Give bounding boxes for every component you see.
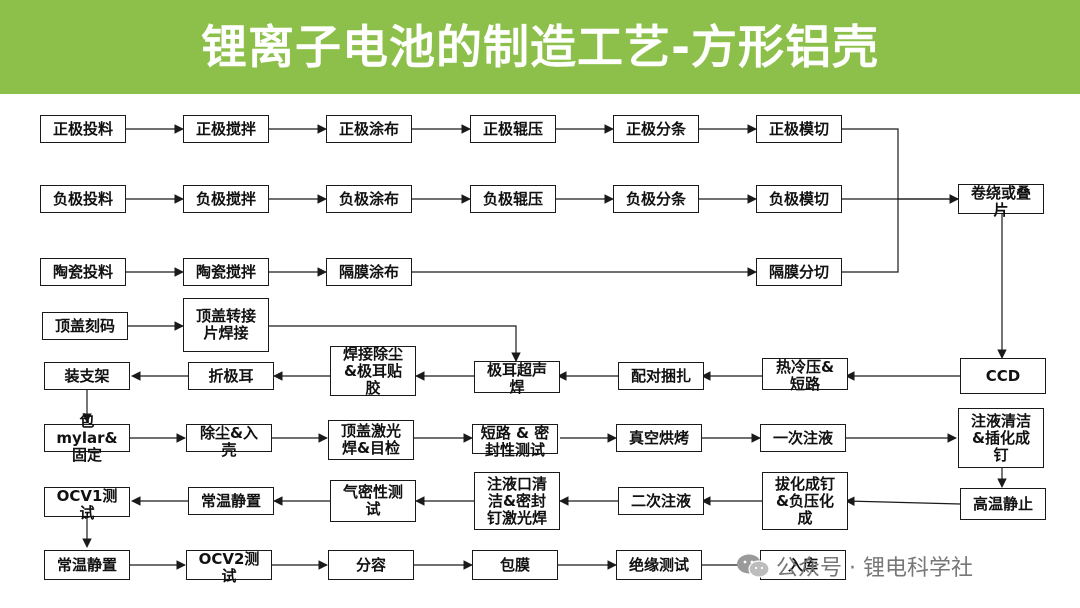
node-pull-nail-formation: 拔化成钉 &负压化 成 [762, 472, 848, 530]
arrow-sep-cut-wind [842, 199, 899, 273]
node-air-tightness-test: 气密性测 试 [330, 480, 416, 522]
arrow-hightemp-pull [845, 496, 961, 507]
node-negative-coating: 负极涂布 [326, 185, 412, 213]
node-high-temp-rest: 高温静止 [960, 488, 1046, 520]
node-positive-coating: 正极涂布 [326, 115, 412, 143]
node-negative-mixing: 负极搅拌 [183, 185, 269, 213]
node-mylar-wrap: 包 mylar& 固定 [44, 412, 130, 463]
node-pairing-binding: 配对捆扎 [618, 362, 704, 390]
node-separator-coating: 隔膜涂布 [326, 258, 412, 286]
node-fill-clean-nail: 注液清洁 &插化成 钉 [958, 408, 1044, 468]
watermark: 公众号 · 锂电科学社 [736, 548, 973, 584]
node-cap-laser-weld: 顶盖激光 焊&目检 [328, 420, 414, 460]
node-winding-stacking: 卷绕或叠 片 [958, 184, 1044, 219]
node-positive-die-cut: 正极模切 [756, 115, 842, 143]
node-first-filling: 一次注液 [760, 424, 846, 452]
arrow-cap-weld-tab [268, 325, 521, 362]
title-banner [0, 0, 1080, 94]
node-positive-feeding: 正极投料 [40, 115, 126, 143]
watermark-text: 公众号 · 锂电科学社 [776, 556, 973, 581]
node-cap-tab-welding: 顶盖转接 片焊接 [183, 298, 269, 352]
node-positive-mixing: 正极搅拌 [183, 115, 269, 143]
node-insulation-test: 绝缘测试 [616, 550, 702, 580]
node-cap-marking: 顶盖刻码 [42, 312, 128, 340]
node-negative-die-cut: 负极模切 [756, 185, 842, 213]
node-ceramic-feeding: 陶瓷投料 [40, 258, 126, 286]
node-negative-feeding: 负极投料 [40, 185, 126, 213]
node-storage: 入库 [760, 550, 846, 580]
diagram-title: 锂离子电池的制造工艺-方形铝壳 [200, 20, 880, 74]
node-dust-case-insert: 除尘&入 壳 [186, 424, 272, 459]
node-ceramic-mixing: 陶瓷搅拌 [183, 258, 269, 286]
node-positive-slitting: 正极分条 [613, 115, 699, 143]
node-separator-cutting: 隔膜分切 [756, 258, 842, 286]
node-positive-rolling: 正极辊压 [470, 115, 556, 143]
node-room-temp-rest-1: 常温静置 [188, 487, 274, 515]
node-room-temp-rest-2: 常温静置 [44, 550, 130, 580]
arrow-pos-die-wind [842, 128, 959, 204]
node-ocv2-test: OCV2测 试 [186, 550, 272, 585]
node-short-seal-test: 短路 & 密 封性测试 [472, 424, 558, 459]
node-weld-dust-tape: 焊接除尘 &极耳贴 胶 [330, 345, 416, 396]
node-ocv1-test: OCV1测 试 [44, 487, 130, 522]
node-film-wrap: 包膜 [472, 550, 558, 580]
node-tab-ultrasonic-weld: 极耳超声 焊 [474, 361, 560, 396]
node-negative-slitting: 负极分条 [613, 185, 699, 213]
node-negative-rolling: 负极辊压 [470, 185, 556, 213]
wechat-icon [737, 554, 770, 578]
node-bracket-install: 装支架 [44, 362, 130, 390]
node-fold-tab: 折极耳 [188, 362, 274, 390]
node-grading: 分容 [328, 550, 414, 580]
node-hot-cold-press: 热冷压& 短路 [762, 358, 848, 393]
node-second-filling: 二次注液 [618, 487, 704, 515]
node-ccd: CCD [960, 358, 1046, 394]
node-port-clean-seal-weld: 注液口清 洁&密封 钉激光焊 [474, 472, 560, 530]
node-vacuum-bake: 真空烘烤 [616, 424, 702, 452]
